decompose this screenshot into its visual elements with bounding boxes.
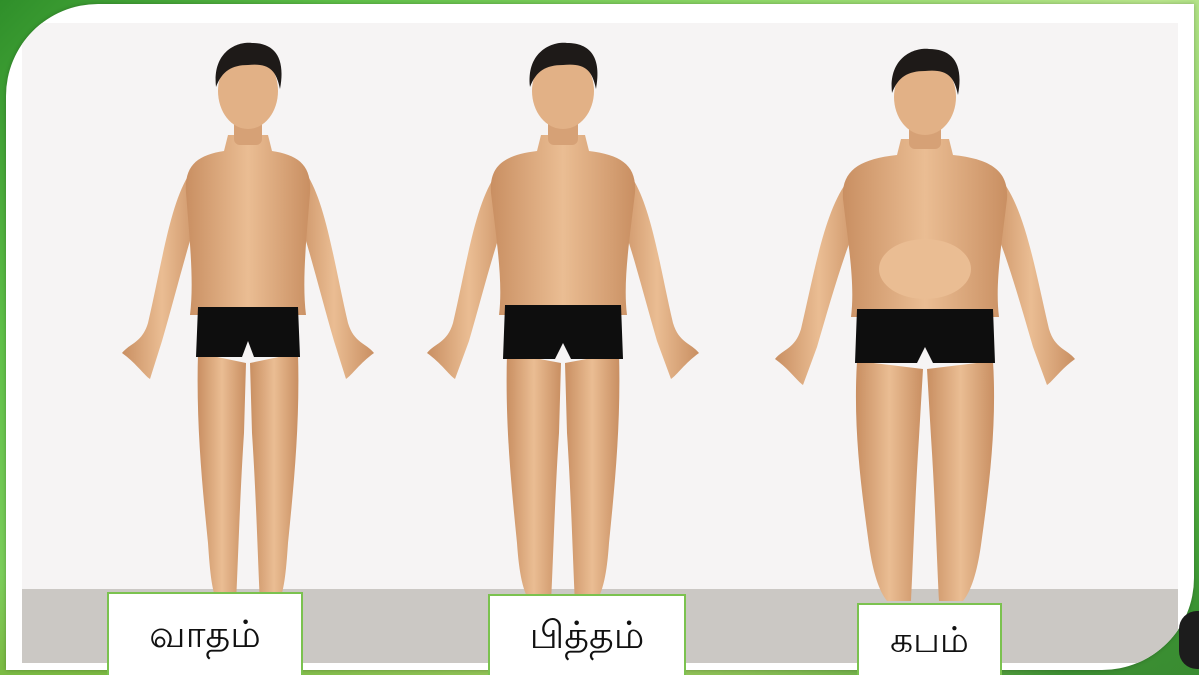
label-vatham: வாதம் (107, 592, 303, 675)
label-vatham-text: வாதம் (149, 612, 261, 662)
label-kabam: கபம் (857, 603, 1002, 675)
figure-kabam (775, 49, 1075, 601)
label-pitham-text: பித்தம் (530, 613, 645, 663)
corner-decoration (1179, 611, 1199, 669)
figure-vatham (122, 43, 374, 603)
figure-pitham (427, 43, 699, 603)
body-types-illustration (22, 23, 1178, 663)
image-frame (6, 4, 1194, 670)
label-pitham: பித்தம் (488, 594, 686, 675)
figures-svg (22, 23, 1178, 663)
label-kabam-text: கபம் (890, 620, 969, 666)
